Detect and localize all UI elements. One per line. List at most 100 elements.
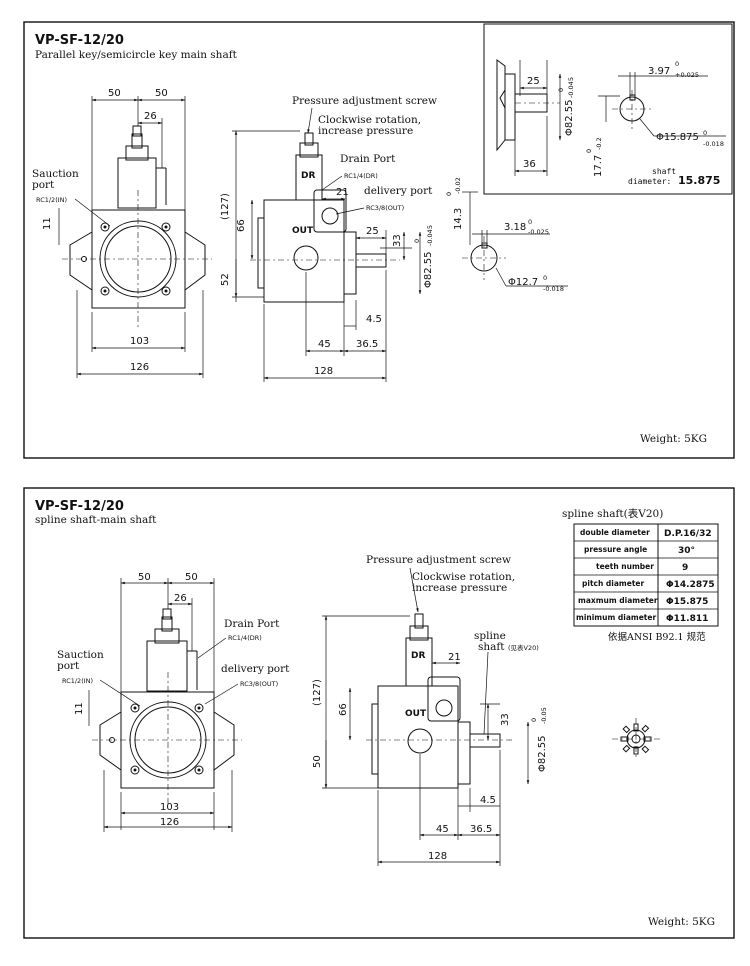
spline-standard-note: 依据ANSI B92.1 规范: [608, 631, 706, 643]
suction-port-label: Sauction: [32, 168, 79, 180]
delivery-port-label: delivery port: [364, 185, 433, 197]
spline-row-value: Φ14.2875: [666, 580, 715, 590]
dim-21: 21: [336, 187, 349, 198]
dim-dia-82-55-tol-a: 0: [413, 239, 421, 243]
spline-table-title: spline shaft(表V20): [562, 507, 663, 520]
shaft-diameter-value: 15.875: [678, 174, 720, 187]
dim-dia-82-55-tol-b: -0.05: [540, 707, 548, 724]
pressure-screw-label: Pressure adjustment screw: [366, 554, 511, 566]
dim-103: 103: [130, 336, 149, 347]
dim-50-right: 50: [155, 88, 168, 99]
dim-dia-12-7-tol-a: 0: [543, 274, 547, 282]
dim-26: 26: [174, 593, 187, 604]
dim-66: 66: [236, 219, 247, 232]
inset-shaft-detail: 25 36 Φ82.55 0 -0.045 3.97 0 +0.025 17.7…: [496, 59, 726, 187]
pressure-screw-label: Pressure adjustment screw: [292, 95, 437, 107]
spline-row-label: teeth number: [596, 562, 654, 571]
panel-border: [23, 487, 735, 939]
dim-dia-82-55-tol-a: 0: [530, 718, 538, 722]
inset-dim-3-97-tol-b: +0.025: [675, 71, 699, 79]
dim-50: 50: [312, 755, 323, 768]
dim-dia-82-55: Φ82.55: [537, 736, 548, 773]
inset-dim-dia-82-55-tol-b: -0.045: [567, 77, 575, 98]
drain-port-label: Drain Port: [340, 153, 396, 165]
panel-title: VP-SF-12/20: [35, 499, 124, 514]
side-view: DR OUT (127) 66 50 21 33 Φ82.55 0 -0.05 …: [312, 554, 548, 866]
dim-4-5: 4.5: [480, 795, 496, 806]
suction-port-label: Sauction: [57, 649, 104, 661]
dim-4-5: 4.5: [366, 314, 382, 325]
clockwise-label-2: increase pressure: [318, 125, 413, 137]
panel-spline-shaft: VP-SF-12/20 spline shaft-main shaft: [23, 487, 735, 939]
panel-subtitle: Parallel key/semicircle key main shaft: [35, 49, 238, 61]
delivery-port-label: delivery port: [221, 663, 290, 675]
dim-33: 33: [500, 713, 511, 726]
dr-marking: DR: [411, 651, 425, 661]
dim-dia-12-7: Φ12.7: [508, 277, 538, 288]
key-shaft-end-view: 14.3 0 -0.02 3.18 0 -0.025 Φ12.7 0 -0.01…: [445, 177, 568, 293]
dim-128: 128: [314, 366, 333, 377]
dim-50-right: 50: [185, 572, 198, 583]
dim-3-18: 3.18: [504, 222, 526, 233]
spline-row-label: pressure angle: [584, 545, 647, 554]
panel-border: [23, 21, 735, 459]
dim-dia-82-55-tol-b: -0.045: [426, 225, 434, 246]
spline-row-value: 9: [682, 563, 688, 573]
dim-103: 103: [160, 802, 179, 813]
dim-45: 45: [318, 339, 331, 350]
panel-title: VP-SF-12/20: [35, 33, 124, 48]
dim-36-5: 36.5: [470, 824, 492, 835]
panel-subtitle: spline shaft-main shaft: [35, 514, 157, 526]
delivery-port-rc: RC3/8(OUT): [366, 204, 404, 212]
spline-shaft-label: spline: [474, 630, 506, 642]
dim-50-left: 50: [108, 88, 121, 99]
spline-row-value: 30°: [678, 546, 695, 556]
spline-row-value: Φ15.875: [666, 597, 708, 607]
inset-dim-3-97-tol-a: 0: [675, 60, 679, 68]
panel-parallel-key: VP-SF-12/20 Parallel key/semicircle key …: [23, 21, 735, 459]
dim-dia-82-55: Φ82.55: [423, 252, 434, 289]
inset-dim-17-7-tol-a: 0: [585, 149, 593, 153]
shaft-diameter-label-2: diameter:: [628, 177, 671, 186]
dim-14-3-tol-a: 0: [445, 192, 453, 196]
dim-11: 11: [74, 702, 85, 715]
front-view: 50 50 26 11 103 126 Sauction port RC1/2(…: [57, 572, 290, 832]
dim-26: 26: [144, 111, 157, 122]
dim-11: 11: [42, 217, 53, 230]
weight-label: Weight: 5KG: [648, 916, 715, 928]
inset-dim-dia-15-875: Φ15.875: [656, 132, 699, 143]
dim-3-18-tol-a: 0: [528, 218, 532, 226]
dim-50-left: 50: [138, 572, 151, 583]
dim-126: 126: [130, 362, 149, 373]
inset-dim-17-7-tol-b: -0.2: [595, 137, 603, 150]
dim-127: (127): [312, 679, 323, 706]
delivery-port-rc: RC3/8(OUT): [240, 680, 278, 688]
spline-row-label: pitch diameter: [582, 579, 644, 588]
clockwise-label-2: increase pressure: [412, 582, 507, 594]
spline-row-value: D.P.16/32: [664, 529, 712, 539]
dim-66: 66: [338, 703, 349, 716]
dim-14-3-tol-b: -0.02: [454, 177, 462, 194]
spline-row-label: maxmum diameter: [578, 596, 658, 605]
dim-52: 52: [220, 273, 231, 286]
spline-gear-icon: [612, 718, 660, 760]
suction-port-label-2: port: [57, 660, 80, 672]
dr-marking: DR: [301, 171, 315, 181]
shaft-detail-inset: [483, 23, 733, 195]
dim-128: 128: [428, 851, 447, 862]
weight-label: Weight: 5KG: [640, 433, 707, 445]
drain-port-rc: RC1/4(DR): [344, 172, 378, 180]
out-marking: OUT: [292, 226, 314, 236]
clockwise-label: Clockwise rotation,: [318, 114, 421, 126]
dim-3-18-tol-b: -0.025: [528, 228, 549, 236]
inset-dim-17-7: 17.7: [593, 155, 604, 177]
spline-row-label: double diameter: [580, 528, 650, 537]
clockwise-label: Clockwise rotation,: [412, 571, 515, 583]
dim-25: 25: [366, 226, 379, 237]
spline-table: spline shaft(表V20) double diameter D.P.1…: [562, 507, 719, 643]
dim-126: 126: [160, 817, 179, 828]
spline-shaft-label-2: shaft: [478, 641, 505, 653]
drain-port-label: Drain Port: [224, 618, 280, 630]
spline-row-value: Φ11.811: [666, 614, 708, 624]
